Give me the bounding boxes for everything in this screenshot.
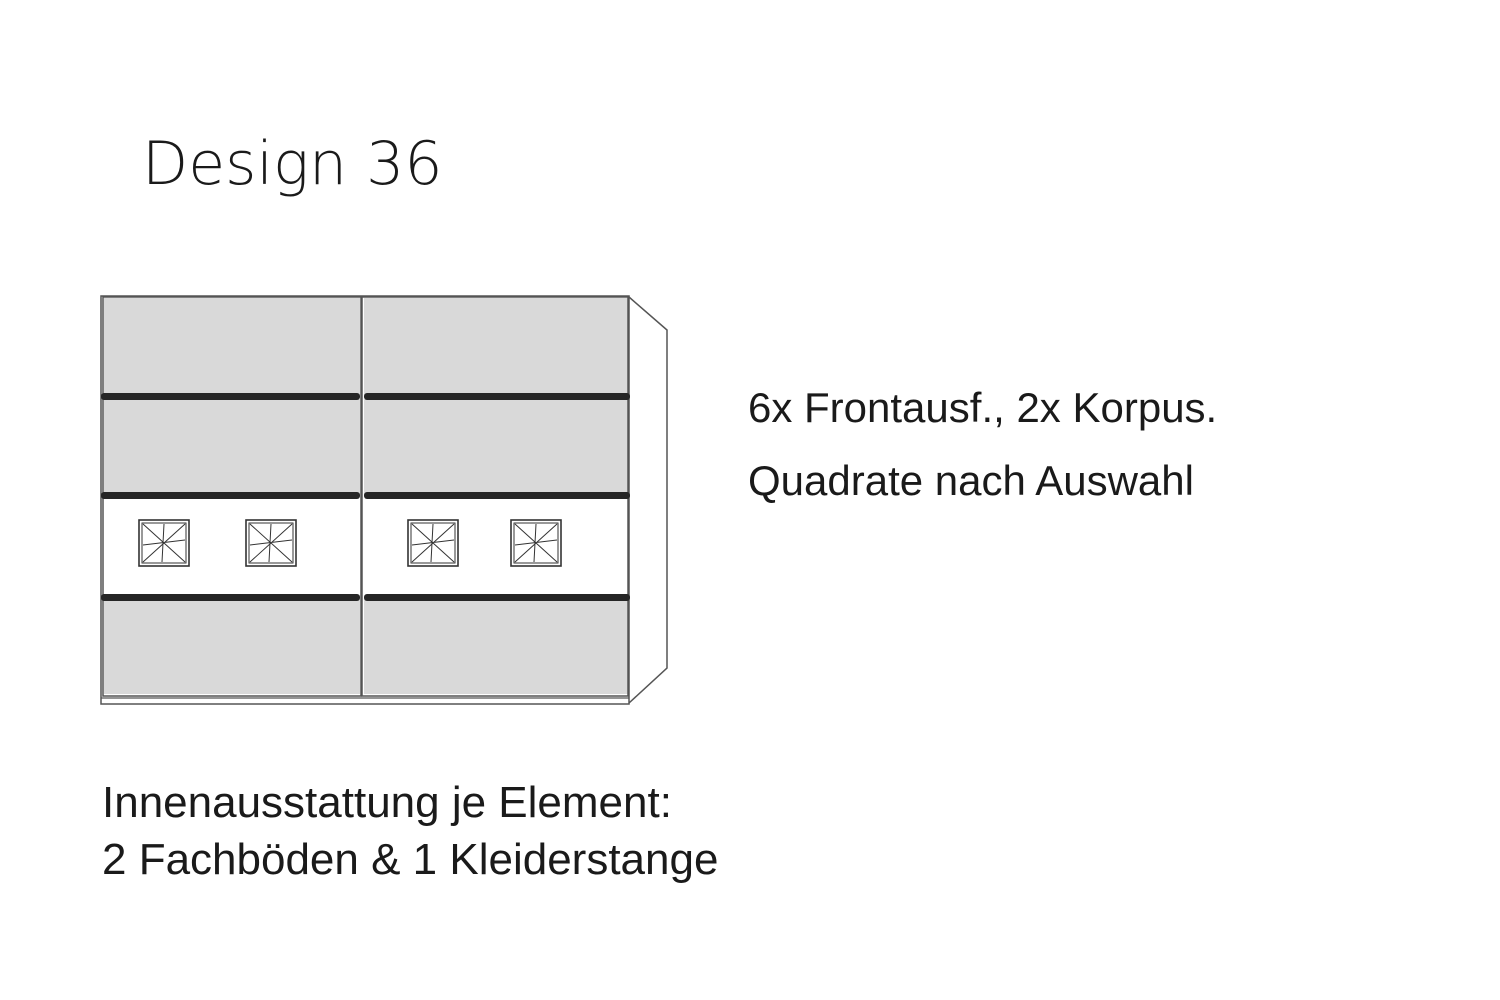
corpus-side	[628, 296, 668, 704]
door-right-panel-upper	[364, 399, 628, 495]
decor-square-2	[245, 519, 297, 567]
squares-note: Quadrate nach Auswahl	[748, 457, 1194, 504]
strip-top-right	[364, 393, 630, 400]
door-right-band	[364, 499, 628, 595]
door-left-band	[104, 499, 360, 595]
sliding-door-left	[102, 296, 362, 697]
door-left-panel-bottom	[104, 599, 360, 694]
interior-heading: Innenausstattung je Element:	[102, 778, 672, 827]
front-note: 6x Frontausf., 2x Korpus.	[748, 384, 1218, 431]
door-right-panel-top	[364, 298, 628, 395]
strip-middle-left	[101, 492, 360, 499]
sliding-door-right	[361, 296, 629, 697]
design-title: Design 36	[142, 129, 443, 199]
strip-bottom-left	[101, 594, 360, 601]
decor-square-3	[407, 519, 459, 567]
decor-square-4	[510, 519, 562, 567]
door-left-panel-upper	[104, 399, 360, 495]
strip-middle-right	[364, 492, 630, 499]
decor-square-1	[138, 519, 190, 567]
strip-bottom-right	[364, 594, 630, 601]
door-left-panel-top	[104, 298, 360, 395]
interior-detail: 2 Fachböden & 1 Kleiderstange	[102, 835, 719, 884]
door-right-panel-bottom	[364, 599, 628, 694]
strip-top-left	[101, 393, 360, 400]
